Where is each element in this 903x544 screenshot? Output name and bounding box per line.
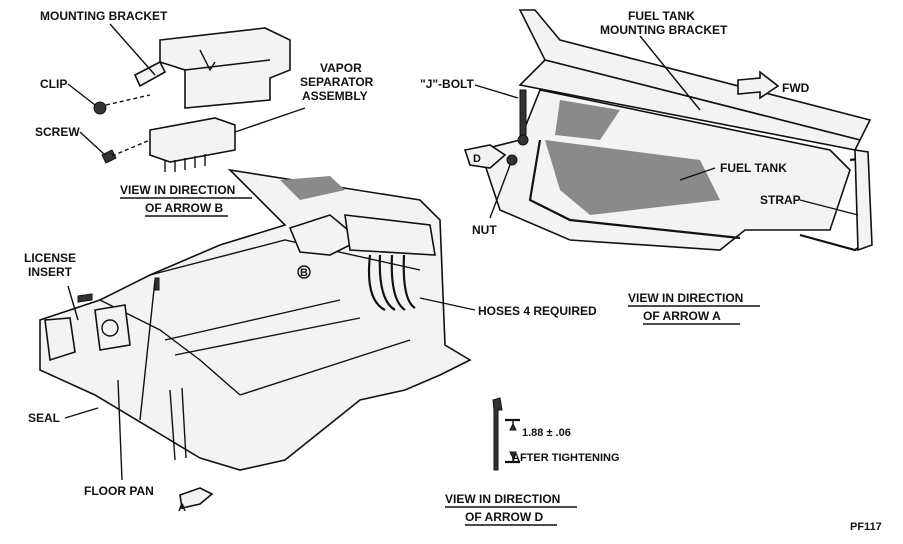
strap-part [854,149,873,252]
hoses [367,254,416,311]
label-fuel-tank-bracket-2: MOUNTING BRACKET [600,23,728,37]
label-view-b-2: OF ARROW B [145,201,224,215]
fwd-arrow [737,70,780,100]
clip-part [93,101,107,115]
label-strap: STRAP [760,193,801,207]
vapor-separator-main [288,214,362,256]
figure-code: PF117 [850,521,882,533]
view-b-illustration [93,27,291,172]
view-d-illustration [492,397,520,471]
label-after-tightening: AFTER TIGHTENING [512,452,620,464]
arrow-a [179,487,214,509]
label-dimension: 1.88 ± .06 [522,427,571,439]
license-insert-part [44,317,76,362]
label-seal: SEAL [28,411,60,425]
j-bolt-detail [492,397,503,471]
tank-assembly-illustration [39,168,472,509]
label-vapor-2: SEPARATOR [300,75,374,89]
view-a-illustration [463,9,873,252]
j-bolt-part [519,89,527,136]
screw-part [101,149,117,164]
label-view-d-2: OF ARROW D [465,510,544,524]
label-nut: NUT [472,223,497,237]
mounting-bracket [159,27,291,109]
label-floor-pan: FLOOR PAN [84,484,154,498]
nut-part [506,154,518,166]
arrow-d-letter: D [473,153,481,165]
label-vapor-1: VAPOR [320,61,362,75]
label-view-a-1: VIEW IN DIRECTION [628,291,743,305]
label-j-bolt: "J"-BOLT [420,77,474,91]
label-view-a-2: OF ARROW A [643,309,721,323]
bracket-tab [133,60,167,88]
label-fwd: FWD [782,81,810,95]
label-license-1: LICENSE [24,251,76,265]
label-screw: SCREW [35,125,80,139]
arrow-b-letter: B [300,267,308,279]
label-license-2: INSERT [28,265,73,279]
label-mounting-bracket: MOUNTING BRACKET [40,9,168,23]
arrow-d [463,144,507,169]
arrow-b-marker [297,265,311,279]
label-vapor-3: ASSEMBLY [302,89,368,103]
filler-neck [94,304,131,351]
label-clip: CLIP [40,77,67,91]
label-hoses: HOSES 4 REQUIRED [478,304,597,318]
arrow-a-letter: A [178,502,186,514]
vapor-separator-small [149,117,236,163]
label-fuel-tank-bracket-1: FUEL TANK [628,9,695,23]
label-view-d-1: VIEW IN DIRECTION [445,492,560,506]
label-view-b-1: VIEW IN DIRECTION [120,183,235,197]
label-fuel-tank: FUEL TANK [720,161,787,175]
